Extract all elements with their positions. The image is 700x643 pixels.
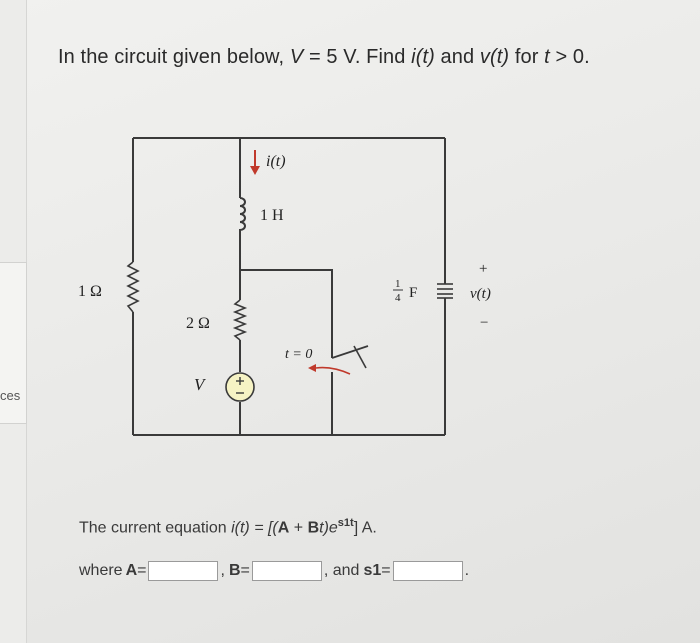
answer-b-input[interactable] — [251, 561, 322, 581]
question-text: In the circuit given below, V = 5 V. Fin… — [58, 46, 590, 68]
source-label: V — [194, 375, 207, 394]
r1-label: 1 Ω — [78, 283, 102, 300]
current-equation: The current equation i(t) = [(A + Bt)es1… — [79, 517, 377, 537]
v-label: v(t) — [470, 286, 491, 302]
s1-label: s1 — [363, 562, 382, 579]
capacitor-unit: F — [409, 285, 417, 301]
a-label: A — [125, 562, 138, 579]
voltage-source — [225, 372, 255, 402]
capacitor-numerator: 1 — [395, 278, 401, 290]
capacitor-denominator: 4 — [395, 292, 401, 304]
current-label: i(t) — [266, 153, 286, 170]
sidebar-text-fragment: ces — [0, 388, 21, 403]
switch — [308, 345, 369, 375]
v-minus-sign: − — [480, 315, 488, 331]
switch-label: t = 0 — [285, 347, 312, 362]
inductor-label: 1 H — [260, 207, 284, 224]
where-label: where — [79, 562, 123, 579]
b-label: B — [228, 562, 241, 579]
resistor-1ohm — [126, 261, 140, 313]
answer-s1-input[interactable] — [392, 561, 463, 581]
sidebar-panel — [0, 262, 27, 424]
inductor — [239, 197, 246, 232]
wire-switch-top — [240, 269, 333, 358]
capacitor — [437, 283, 453, 299]
v-plus-sign: + — [479, 261, 487, 277]
resistor-2ohm — [232, 299, 248, 341]
current-arrow — [250, 150, 260, 175]
answer-a-input[interactable] — [148, 561, 219, 581]
answer-row: where A = , B = , and s1 = . — [79, 561, 470, 581]
r2-label: 2 Ω — [186, 315, 210, 332]
